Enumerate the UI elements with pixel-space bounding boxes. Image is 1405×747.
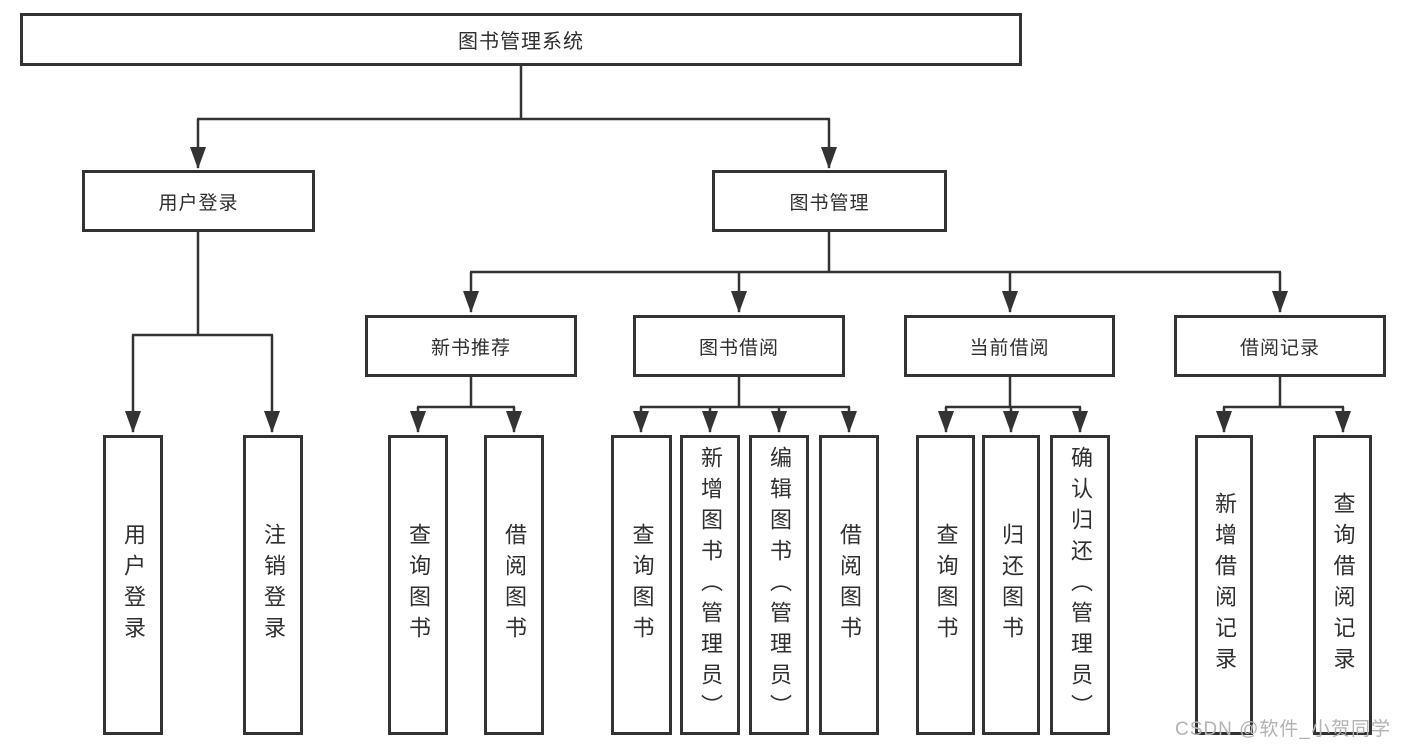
node-borrowing-records: 借阅记录 [1174, 315, 1386, 377]
node-leaf-edit-books-admin: 编辑图书（管理员） [749, 435, 809, 735]
node-label: 确认归还（管理员） [1068, 445, 1093, 725]
node-label: 归还图书 [999, 523, 1024, 647]
node-label: 查询图书 [933, 523, 959, 647]
node-label: 编辑图书（管理员） [767, 445, 792, 725]
csdn-watermark: CSDN @软件_小贺同学 [1175, 719, 1391, 740]
node-leaf-user-login: 用户登录 [103, 435, 163, 735]
node-label: 新增借阅记录 [1212, 492, 1237, 678]
node-label: 新增图书（管理员） [698, 445, 723, 725]
edge-arrows [125, 119, 1351, 433]
node-label: 借阅图书 [837, 523, 862, 647]
node-leaf-add-borrow-record: 新增借阅记录 [1195, 435, 1253, 735]
node-current-borrowing: 当前借阅 [904, 315, 1115, 377]
node-leaf-add-books-admin: 新增图书（管理员） [680, 435, 740, 735]
node-leaf-confirm-return-admin: 确认归还（管理员） [1050, 435, 1110, 735]
node-leaf-query-books-3: 查询图书 [916, 435, 975, 735]
node-new-book-recommendation: 新书推荐 [365, 315, 577, 377]
node-library-management-system: 图书管理系统 [20, 13, 1022, 66]
node-leaf-borrow-books-1: 借阅图书 [484, 435, 544, 735]
node-label: 查询图书 [406, 523, 431, 647]
node-user-login: 用户登录 [82, 170, 315, 232]
node-leaf-query-borrow-record: 查询借阅记录 [1313, 435, 1372, 735]
node-label: 查询图书 [629, 523, 655, 647]
node-leaf-query-books-1: 查询图书 [388, 435, 448, 735]
node-label: 借阅图书 [502, 523, 527, 647]
node-book-management: 图书管理 [712, 170, 947, 232]
node-leaf-borrow-books-2: 借阅图书 [819, 435, 879, 735]
node-book-borrowing: 图书借阅 [633, 315, 845, 377]
node-label: 注销登录 [261, 523, 286, 647]
node-leaf-query-books-2: 查询图书 [611, 435, 672, 735]
node-leaf-return-books: 归还图书 [982, 435, 1040, 735]
node-label: 用户登录 [121, 523, 146, 647]
node-leaf-logout: 注销登录 [243, 435, 303, 735]
node-label: 查询借阅记录 [1330, 492, 1356, 678]
edge-rails [132, 66, 1344, 409]
